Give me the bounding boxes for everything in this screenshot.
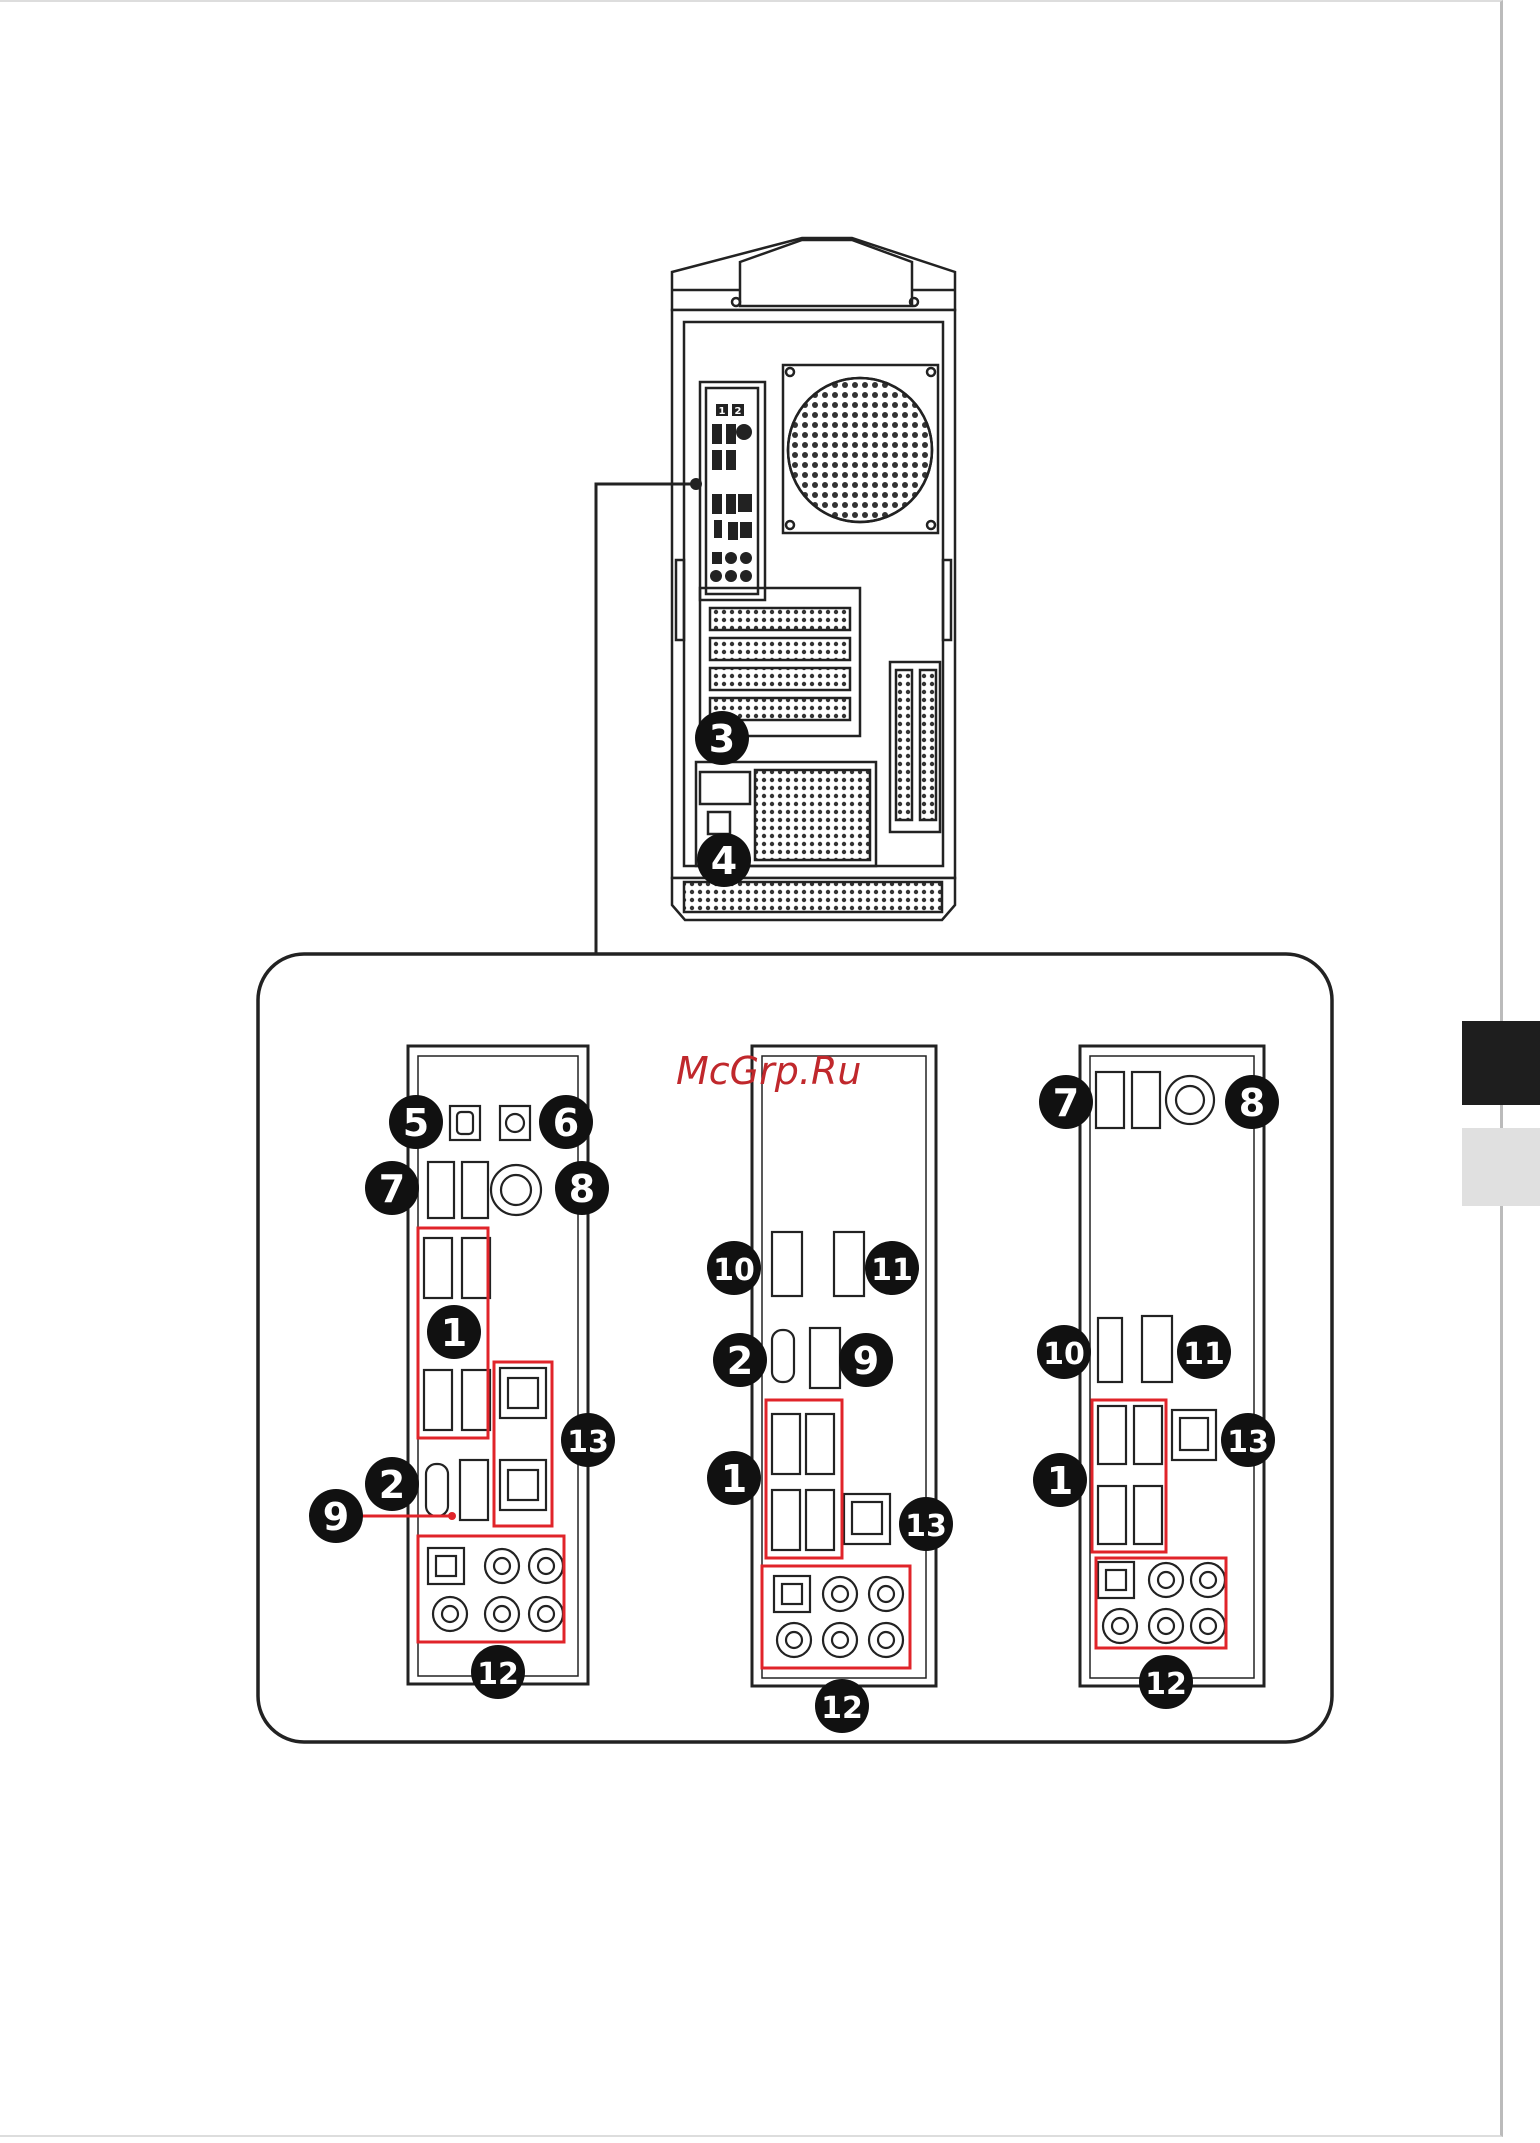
callout-3: 3 — [695, 711, 749, 765]
svg-text:9: 9 — [323, 1495, 349, 1539]
svg-text:7: 7 — [379, 1167, 405, 1211]
callout-9: 9 — [309, 1489, 363, 1543]
svg-text:2: 2 — [727, 1339, 753, 1383]
svg-text:9: 9 — [853, 1339, 879, 1383]
svg-text:2: 2 — [379, 1463, 405, 1507]
svg-text:1: 1 — [441, 1311, 467, 1355]
callout-7: 7 — [365, 1161, 419, 1215]
callout-6: 6 — [539, 1095, 593, 1149]
svg-text:6: 6 — [553, 1101, 579, 1145]
svg-text:12: 12 — [477, 1657, 519, 1692]
callout-9: 9 — [839, 1333, 893, 1387]
svg-text:8: 8 — [1239, 1081, 1265, 1125]
callout-13: 13 — [1221, 1413, 1275, 1467]
callout-12: 12 — [1139, 1655, 1193, 1709]
svg-text:13: 13 — [567, 1425, 609, 1460]
callout-11: 11 — [1177, 1325, 1231, 1379]
callout-13: 13 — [899, 1497, 953, 1551]
svg-text:8: 8 — [569, 1167, 595, 1211]
callout-2: 2 — [713, 1333, 767, 1387]
svg-text:1: 1 — [1047, 1459, 1073, 1503]
svg-text:12: 12 — [1145, 1667, 1187, 1702]
svg-text:11: 11 — [871, 1253, 913, 1288]
svg-text:4: 4 — [711, 839, 737, 883]
callout-1: 1 — [427, 1305, 481, 1359]
svg-text:10: 10 — [1043, 1337, 1085, 1372]
svg-text:12: 12 — [821, 1691, 863, 1726]
svg-text:11: 11 — [1183, 1337, 1225, 1372]
callout-7: 7 — [1039, 1075, 1093, 1129]
callout-10: 10 — [1037, 1325, 1091, 1379]
svg-text:7: 7 — [1053, 1081, 1079, 1125]
callout-10: 10 — [707, 1241, 761, 1295]
zoom-anchor-dot — [690, 478, 702, 490]
svg-text:3: 3 — [709, 717, 735, 761]
svg-text:13: 13 — [1227, 1425, 1269, 1460]
callout-5: 5 — [389, 1095, 443, 1149]
callout-4: 4 — [697, 833, 751, 887]
tower-io-label-2: 2 — [735, 406, 742, 417]
callout-8: 8 — [555, 1161, 609, 1215]
callout-1: 1 — [1033, 1453, 1087, 1507]
tower-io-label-1: 1 — [719, 406, 726, 417]
svg-text:13: 13 — [905, 1509, 947, 1544]
svg-text:10: 10 — [713, 1253, 755, 1288]
callout-11: 11 — [865, 1241, 919, 1295]
callout-1: 1 — [707, 1451, 761, 1505]
svg-text:5: 5 — [403, 1101, 429, 1145]
callout-12: 12 — [471, 1645, 525, 1699]
callout-12: 12 — [815, 1679, 869, 1733]
callout-13: 13 — [561, 1413, 615, 1467]
watermark: McGrp.Ru — [676, 1049, 861, 1093]
callout-2: 2 — [365, 1457, 419, 1511]
callout-8: 8 — [1225, 1075, 1279, 1129]
svg-text:1: 1 — [721, 1457, 747, 1501]
